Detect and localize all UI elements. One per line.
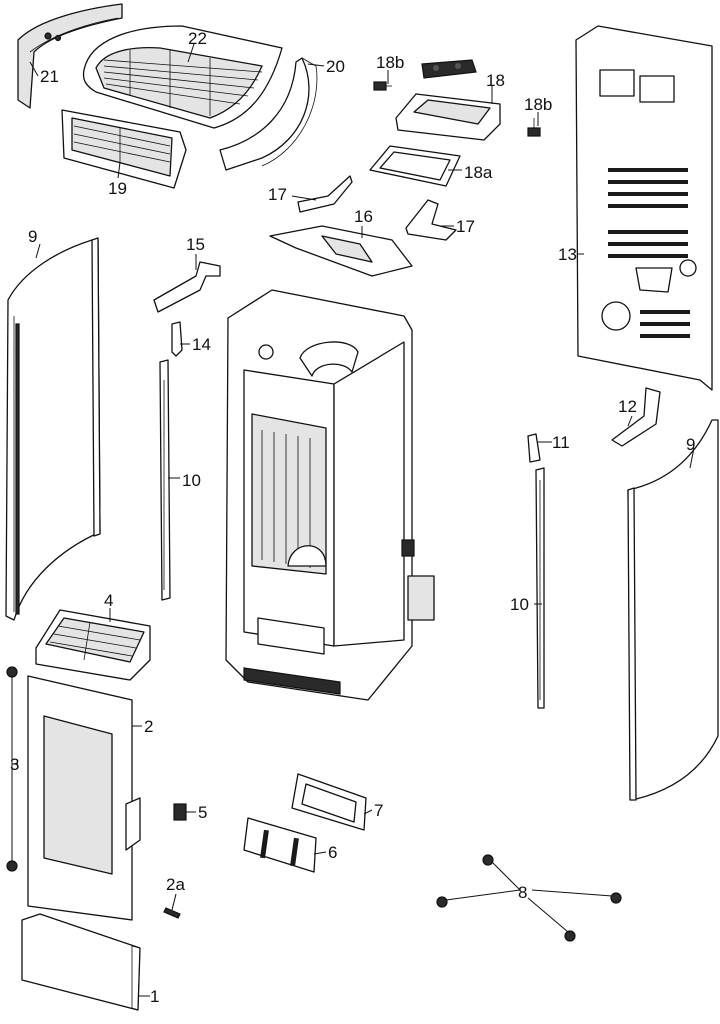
back-panel-vents (608, 168, 690, 338)
part-14-small-bracket (171, 321, 183, 357)
part-2a-screw (163, 907, 181, 919)
label-17-right: 17 (456, 217, 475, 236)
label-15: 15 (186, 235, 205, 254)
label-5: 5 (198, 803, 207, 822)
part-7-flange (291, 773, 367, 831)
part-17-left-bracket (297, 175, 353, 213)
leader-lines (12, 43, 695, 997)
part-16-top-plate (269, 225, 413, 277)
label-18a: 18a (464, 163, 493, 182)
label-7: 7 (374, 801, 383, 820)
label-2: 2 (144, 717, 153, 736)
part-19-front-grille (61, 109, 187, 189)
part-20-curved-top-cover (219, 57, 318, 171)
label-18b-right: 18b (524, 95, 552, 114)
part-1-bottom-panel (21, 913, 141, 1011)
part-6-plate (243, 817, 317, 873)
part-labels: 21 22 20 19 18b 18 18b 18a 17 17 16 15 1… (10, 29, 695, 1006)
label-18b-left: 18b (376, 53, 404, 72)
part-18-tray (395, 93, 501, 141)
label-19: 19 (108, 179, 127, 198)
part-9-right-side-panel (627, 419, 719, 801)
part-15-bracket (153, 261, 221, 313)
label-20: 20 (326, 57, 345, 76)
label-4: 4 (104, 591, 113, 610)
part-2-door (27, 675, 141, 921)
label-11: 11 (552, 433, 570, 452)
label-13: 13 (558, 245, 577, 264)
label-9-left: 9 (28, 227, 37, 246)
part-9-left-side-panel (5, 237, 101, 621)
label-18: 18 (486, 71, 505, 90)
label-16: 16 (354, 207, 373, 226)
part-13-back-panel (575, 25, 713, 391)
label-21: 21 (40, 67, 59, 86)
part-18a-gasket (369, 145, 461, 187)
part-18b-left-clip (373, 81, 392, 91)
label-9-right: 9 (686, 435, 695, 454)
part-22-top-grille (82, 25, 283, 129)
label-14: 14 (192, 335, 211, 354)
part-11-small-bracket (527, 433, 541, 463)
part-18-control-unit (421, 59, 477, 79)
part-3-hinge-rod (6, 666, 18, 872)
part-5-latch (173, 803, 187, 821)
label-8: 8 (518, 883, 527, 902)
label-17-left: 17 (268, 185, 287, 204)
label-1: 1 (150, 987, 159, 1006)
part-8-feet (436, 854, 622, 942)
part-4-grate (35, 609, 151, 681)
top-grille-slats (103, 50, 263, 116)
label-10-left: 10 (182, 471, 201, 490)
part-18b-right-clip (527, 118, 541, 137)
label-10-right: 10 (510, 595, 529, 614)
part-17-right-bracket (405, 199, 457, 241)
part-21-corner-cover (17, 3, 123, 109)
stove-body (225, 289, 435, 701)
part-12-bracket (611, 387, 661, 447)
part-10-right-rail (535, 467, 545, 709)
label-3: 3 (10, 755, 19, 774)
label-22: 22 (188, 29, 207, 48)
label-6: 6 (328, 843, 337, 862)
label-12: 12 (618, 397, 637, 416)
part-10-left-rail (159, 359, 171, 601)
label-2a: 2a (166, 875, 185, 894)
